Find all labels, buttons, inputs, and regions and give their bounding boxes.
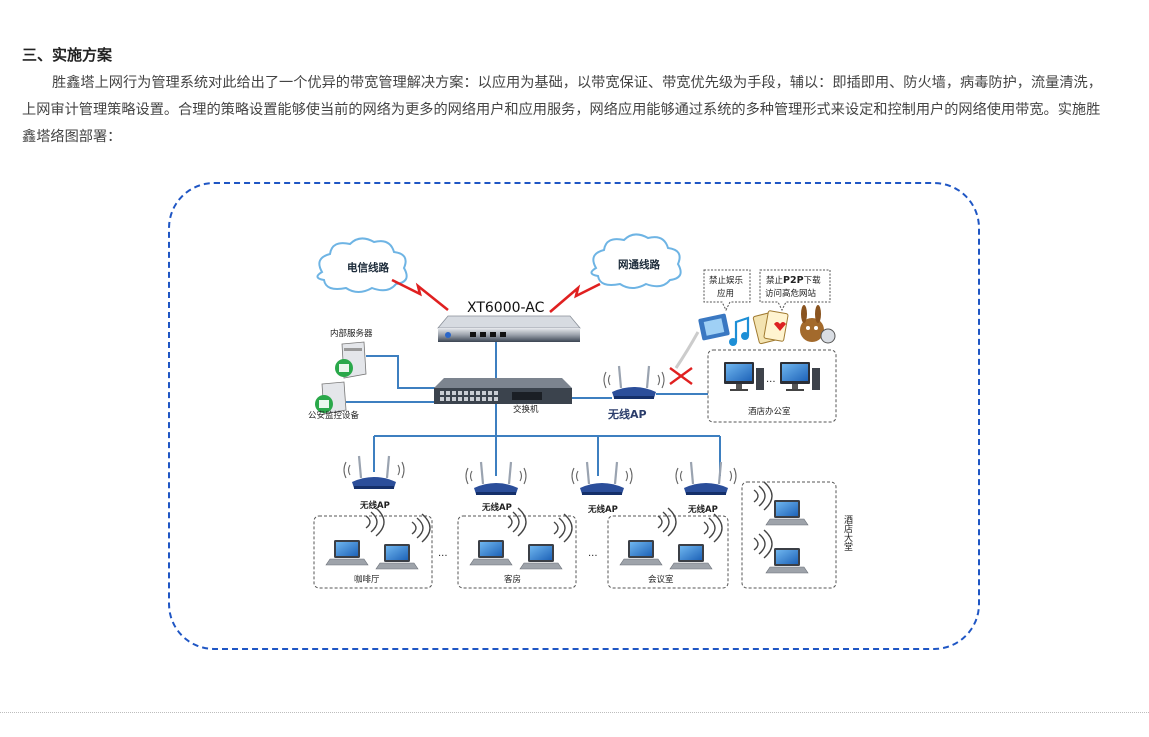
- xt6000-ac-device: XT6000-AC: [437, 300, 581, 342]
- ap-cafe-label: 无线AP: [359, 500, 390, 511]
- ap-meeting-label: 无线AP: [587, 504, 618, 515]
- cloud-telecom: 电信线路: [316, 237, 408, 293]
- meeting-room-label: 会议室: [648, 574, 674, 585]
- playing-cards-icon: [752, 310, 789, 345]
- guest-ellipsis: ...: [588, 548, 598, 559]
- music-note-icon: [729, 316, 750, 346]
- ban-p2p-line2: 访问高危网站: [765, 288, 817, 299]
- section-paragraph: 胜鑫塔上网行为管理系统对此给出了一个优异的带宽管理解决方案：以应用为基础，以带宽…: [22, 75, 1102, 145]
- police-monitor-device: 公安监控设备: [308, 381, 360, 421]
- cafe-zone: ... 咖啡厅: [313, 507, 448, 589]
- bottom-divider: [0, 712, 1149, 713]
- office-ellipsis: ...: [766, 374, 776, 385]
- diagram-frame: [168, 182, 980, 650]
- wan-link-unicom: [549, 282, 601, 313]
- cafe-ellipsis: ...: [438, 548, 448, 559]
- ban-p2p-suffix: 下载: [804, 275, 822, 286]
- cloud-unicom-label: 网通线路: [618, 258, 660, 271]
- hotel-lobby-zone: 酒店大堂: [741, 481, 853, 589]
- hotel-office-zone: ... 酒店办公室: [707, 349, 837, 423]
- donkey-p2p-icon: [800, 305, 836, 344]
- hotel-lobby-text: 酒店大堂: [816, 515, 853, 551]
- switch-label: 交换机: [513, 404, 539, 415]
- wireless-ap-main: [602, 364, 666, 401]
- cloud-telecom-label: 电信线路: [347, 261, 389, 274]
- blocked-x-icon: [669, 367, 693, 385]
- police-monitor-label: 公安监控设备: [308, 410, 360, 421]
- wan-link-telecom: [391, 278, 449, 312]
- section-heading: 三、实施方案: [22, 46, 113, 64]
- meeting-room-zone: 会议室: [607, 507, 729, 589]
- wireless-ap-lobby: [674, 460, 738, 497]
- hotel-lobby-label: 酒店大堂: [816, 515, 853, 551]
- internal-server: 内部服务器: [330, 328, 373, 379]
- ban-entertainment-line1: 禁止娱乐: [709, 275, 744, 286]
- ban-entertainment-bubble: 禁止娱乐 应用: [703, 269, 751, 312]
- network-switch: 交换机: [434, 378, 572, 415]
- network-diagram: 电信线路 网通线路 XT6000-AC 内部服务器 公安监控设备: [308, 233, 853, 589]
- guest-room-label: 客房: [504, 574, 521, 585]
- cloud-unicom: 网通线路: [590, 233, 682, 289]
- wireless-ap-main-label: 无线AP: [607, 407, 647, 421]
- guest-room-zone: ... 客房: [457, 507, 598, 589]
- ban-p2p-prefix: 禁止: [766, 275, 784, 286]
- device-name: XT6000-AC: [467, 300, 545, 316]
- wireless-ap-meeting: [570, 460, 634, 497]
- ban-p2p-bubble: 禁止P2P下载 访问高危网站: [759, 269, 831, 312]
- svg-text:禁止P2P下载: 禁止P2P下载: [766, 275, 821, 286]
- hotel-office-label: 酒店办公室: [748, 406, 791, 417]
- ban-p2p-strong: P2P: [783, 275, 804, 286]
- ap-lobby-label: 无线AP: [687, 504, 718, 515]
- cafe-label: 咖啡厅: [354, 574, 380, 585]
- ban-entertainment-line2: 应用: [717, 288, 734, 299]
- film-icon: [698, 313, 730, 341]
- internal-server-label: 内部服务器: [330, 328, 373, 339]
- ap-guest-label: 无线AP: [481, 502, 512, 513]
